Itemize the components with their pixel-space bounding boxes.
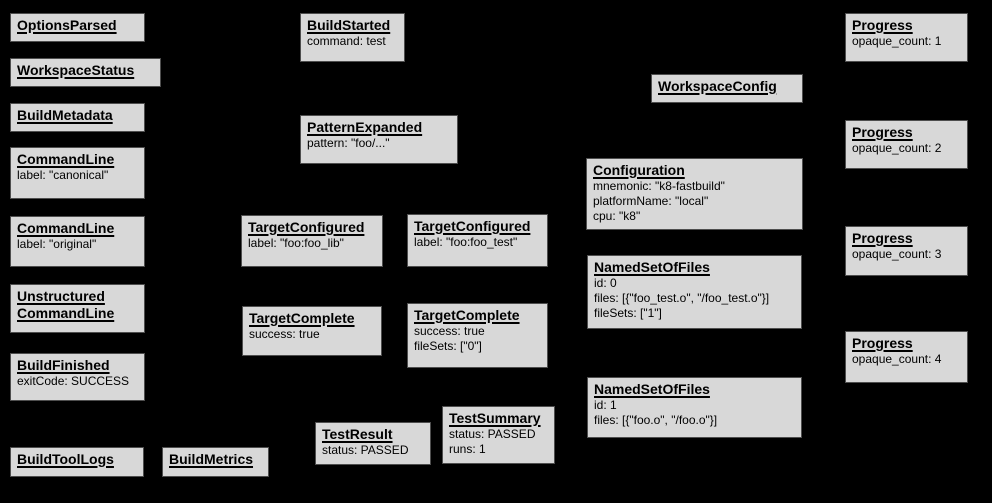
event-node-title: PatternExpanded	[307, 119, 423, 135]
event-node-build-metadata: BuildMetadata	[10, 103, 145, 132]
event-node-field: status: PASSED	[322, 443, 409, 457]
event-node-title: BuildMetadata	[17, 107, 113, 123]
event-node-body: success: true	[249, 327, 375, 342]
event-node-title: BuildMetrics	[169, 451, 254, 467]
event-node-field: opaque_count: 2	[852, 141, 942, 155]
event-node-body: status: PASSED	[322, 443, 424, 458]
event-node-workspace-status: WorkspaceStatus	[10, 58, 161, 87]
event-node-title: WorkspaceConfig	[658, 78, 777, 94]
event-node-title: Progress	[852, 230, 913, 246]
event-node-title: TargetComplete	[414, 307, 520, 323]
event-node-pattern-expanded: PatternExpanded pattern: "foo/..."	[300, 115, 458, 164]
event-node-field: opaque_count: 3	[852, 247, 942, 261]
event-node-field: command: test	[307, 34, 386, 48]
event-node-body: opaque_count: 1	[852, 34, 961, 49]
event-node-field: status: PASSED	[449, 427, 536, 441]
event-node-field: mnemonic: "k8-fastbuild"	[593, 179, 725, 193]
event-node-command-line-canonical: CommandLine label: "canonical"	[10, 147, 145, 199]
event-node-target-complete-lib: TargetComplete success: true	[242, 306, 382, 356]
event-node-options-parsed: OptionsParsed	[10, 13, 145, 42]
event-node-field: fileSets: ["1"]	[594, 306, 662, 320]
event-node-field: opaque_count: 1	[852, 34, 942, 48]
event-node-field: label: "foo:foo_lib"	[248, 236, 344, 250]
event-node-body: opaque_count: 3	[852, 247, 961, 262]
event-node-field: pattern: "foo/..."	[307, 136, 390, 150]
event-node-test-result: TestResult status: PASSED	[315, 422, 431, 465]
event-node-title: TargetComplete	[249, 310, 355, 326]
event-node-progress-1: Progress opaque_count: 1	[845, 13, 968, 62]
event-node-title: Progress	[852, 17, 913, 33]
event-node-body: label: "canonical"	[17, 168, 138, 183]
event-node-title: TargetConfigured	[248, 219, 365, 235]
event-node-field: label: "original"	[17, 237, 97, 251]
event-node-title: TestResult	[322, 426, 393, 442]
event-node-body: label: "original"	[17, 237, 138, 252]
event-node-body: mnemonic: "k8-fastbuild"platformName: "l…	[593, 179, 796, 224]
event-node-field: label: "foo:foo_test"	[414, 235, 518, 249]
event-node-title: BuildFinished	[17, 357, 110, 373]
event-node-title: Progress	[852, 124, 913, 140]
event-node-field: id: 0	[594, 276, 617, 290]
event-node-title: WorkspaceStatus	[17, 62, 135, 78]
event-node-field: files: [{"foo.o", "/foo.o"}]	[594, 413, 718, 427]
event-node-build-tool-logs: BuildToolLogs	[10, 447, 144, 477]
event-node-body: opaque_count: 2	[852, 141, 961, 156]
event-node-target-configured-foo-lib: TargetConfigured label: "foo:foo_lib"	[241, 215, 383, 267]
event-node-field: opaque_count: 4	[852, 352, 942, 366]
event-node-title: NamedSetOfFiles	[594, 259, 710, 275]
event-node-workspace-config: WorkspaceConfig	[651, 74, 803, 103]
event-node-body: command: test	[307, 34, 398, 49]
event-node-body: label: "foo:foo_test"	[414, 235, 541, 250]
event-node-progress-2: Progress opaque_count: 2	[845, 120, 968, 169]
event-node-title: CommandLine	[17, 220, 115, 236]
event-node-field: runs: 1	[449, 442, 486, 456]
event-node-body: label: "foo:foo_lib"	[248, 236, 376, 251]
event-node-progress-3: Progress opaque_count: 3	[845, 226, 968, 276]
event-node-field: id: 1	[594, 398, 617, 412]
event-node-field: exitCode: SUCCESS	[17, 374, 130, 388]
event-node-field: fileSets: ["0"]	[414, 339, 482, 353]
event-node-title: BuildToolLogs	[17, 451, 114, 467]
event-node-field: platformName: "local"	[593, 194, 709, 208]
event-node-field: files: [{"foo_test.o", "/foo_test.o"}]	[594, 291, 770, 305]
event-node-body: pattern: "foo/..."	[307, 136, 451, 151]
event-node-title: OptionsParsed	[17, 17, 117, 33]
event-node-configuration: Configuration mnemonic: "k8-fastbuild"pl…	[586, 158, 803, 230]
event-node-build-metrics: BuildMetrics	[162, 447, 269, 477]
event-node-title: TestSummary	[449, 410, 541, 426]
event-node-field: label: "canonical"	[17, 168, 109, 182]
event-node-title: Configuration	[593, 162, 685, 178]
event-node-field: success: true	[414, 324, 485, 338]
event-node-command-line-original: CommandLine label: "original"	[10, 216, 145, 267]
event-node-field: success: true	[249, 327, 320, 341]
event-node-title: CommandLine	[17, 151, 115, 167]
event-node-progress-4: Progress opaque_count: 4	[845, 331, 968, 383]
event-node-title: TargetConfigured	[414, 218, 531, 234]
event-node-build-started: BuildStarted command: test	[300, 13, 405, 62]
event-node-target-configured-foo-test: TargetConfigured label: "foo:foo_test"	[407, 214, 548, 267]
event-node-body: opaque_count: 4	[852, 352, 961, 367]
event-node-body: exitCode: SUCCESS	[17, 374, 138, 389]
event-node-build-finished: BuildFinished exitCode: SUCCESS	[10, 353, 145, 401]
event-node-title: NamedSetOfFiles	[594, 381, 710, 397]
event-node-field: cpu: "k8"	[593, 209, 641, 223]
event-node-title: BuildStarted	[307, 17, 391, 33]
event-node-title: Progress	[852, 335, 913, 351]
